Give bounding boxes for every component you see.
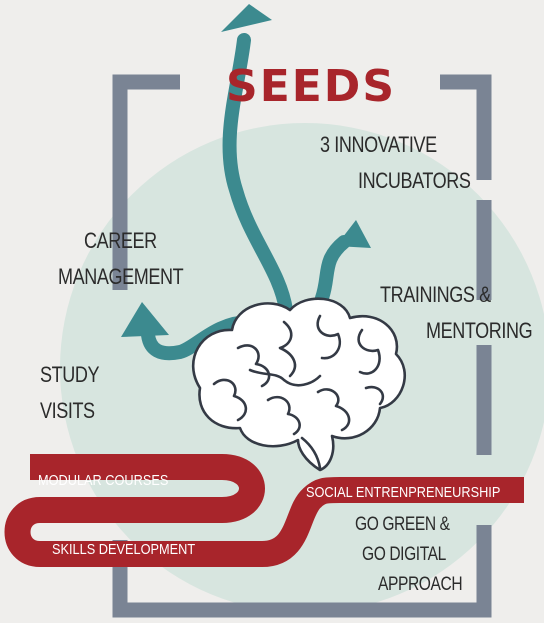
career-label-line2: MANAGEMENT	[58, 264, 184, 289]
brain-fold	[316, 314, 342, 360]
brain-fold	[212, 378, 248, 422]
incubators-label-line2: INCUBATORS	[358, 168, 471, 193]
incubators-label-line1: 3 INNOVATIVE	[320, 132, 437, 157]
arrow-main-stem	[222, 33, 293, 317]
approach-label-line2: GO DIGITAL	[362, 544, 446, 565]
growth-arrow-icon	[221, 4, 272, 32]
band-modular-courses: MODULAR COURSES	[38, 472, 169, 489]
brain-fold	[364, 385, 385, 406]
brain-fold	[266, 395, 301, 436]
trainings-label-line2: MENTORING	[426, 318, 533, 343]
frame-bracket	[112, 74, 492, 618]
band-social-entrepreneurship: SOCIAL ENTRENPRENEURSHIP	[306, 484, 501, 501]
trainings-label-line1: TRAININGS &	[380, 282, 491, 307]
brain-fold	[316, 388, 351, 432]
arrow-heads	[121, 4, 371, 337]
growth-arrow-icon	[336, 220, 371, 248]
brain-fold	[236, 344, 271, 388]
growth-arrow-icon	[121, 302, 169, 337]
arrow-right-stem	[315, 235, 351, 305]
brain-stem-line	[300, 436, 322, 470]
brain-icon	[191, 297, 406, 472]
arrow-left-stem	[141, 315, 257, 361]
red-band-path	[4, 454, 524, 567]
frame-top-left	[112, 74, 180, 290]
study-label-line2: VISITS	[40, 398, 95, 423]
diagram-title: SEEDS	[226, 61, 397, 112]
approach-label-line3: APPROACH	[378, 574, 463, 595]
frame-bottom	[112, 525, 492, 618]
brain-fold	[357, 328, 381, 375]
frame-top-right	[440, 74, 492, 180]
career-label-line1: CAREER	[84, 228, 157, 253]
growth-arrows	[141, 33, 351, 361]
study-label-line1: STUDY	[40, 362, 100, 387]
approach-label-line1: GO GREEN &	[355, 514, 450, 535]
brain-fold	[278, 320, 297, 378]
band-skills-development: SKILLS DEVELOPMENT	[52, 541, 196, 558]
brain-fold	[248, 368, 322, 387]
